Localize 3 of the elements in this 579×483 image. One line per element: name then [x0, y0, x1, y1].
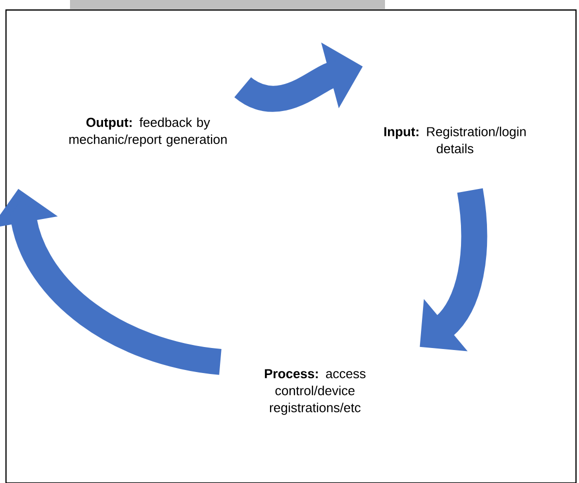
- cycle-label: Input: Registration/login details: [384, 126, 526, 154]
- cycle-label: Process: access control/device registrations/etc: [264, 369, 366, 415]
- cycle-label: Output: feedback by mechanic/report generation: [69, 117, 227, 147]
